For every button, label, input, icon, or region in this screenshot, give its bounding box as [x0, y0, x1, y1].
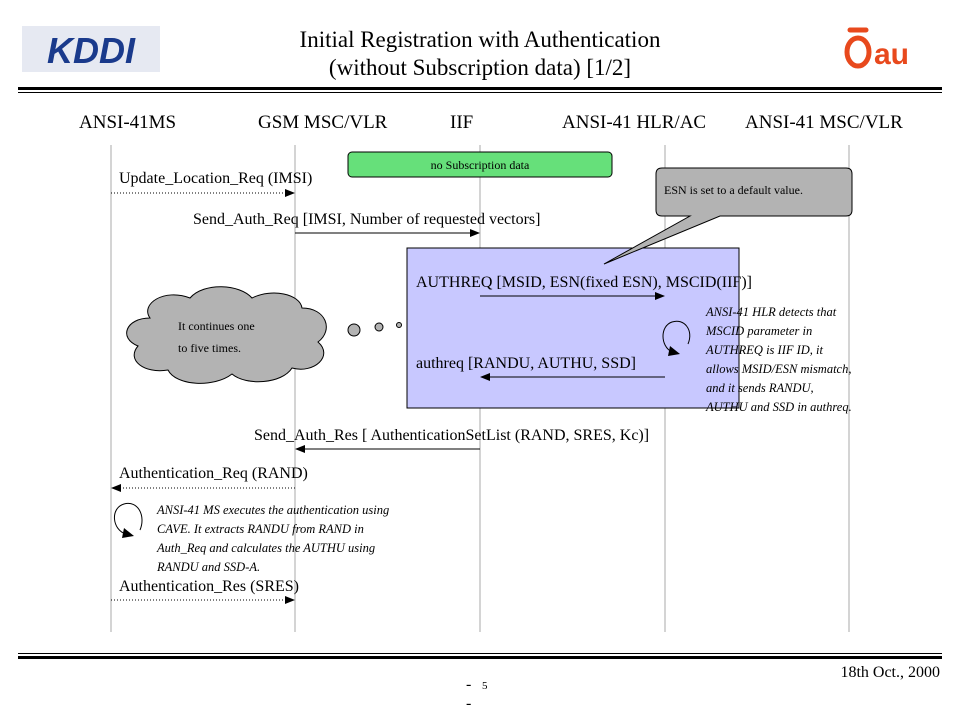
ms-self-loop	[114, 502, 143, 535]
label-authreq-response: authreq [RANDU, AUTHU, SSD]	[416, 355, 636, 372]
ms-note: ANSI-41 MS executes the authentication u…	[156, 503, 389, 574]
hlr-note-line-1: ANSI-41 HLR detects that	[705, 305, 837, 319]
footer-dash-bottom: -	[466, 695, 472, 712]
hlr-note: ANSI-41 HLR detects that MSCID parameter…	[705, 305, 852, 414]
au-logo: au	[840, 22, 924, 74]
cloud-dot-small	[396, 322, 402, 328]
hlr-note-line-3: AUTHREQ is IIF ID, it	[705, 343, 824, 357]
header-rule-thin	[18, 92, 942, 93]
esn-callout-text: ESN is set to a default value.	[664, 183, 803, 197]
entity-ansi41-msc-vlr: ANSI-41 MSC/VLR	[745, 112, 903, 133]
cloud-shape	[126, 286, 327, 384]
footer-date: 18th Oct., 2000	[840, 664, 940, 681]
label-authentication-res: Authentication_Res (SRES)	[119, 578, 299, 595]
ms-self-loop-arrowhead	[122, 528, 134, 538]
repeat-cloud: It continues one to five times.	[126, 286, 327, 384]
kddi-logo-text: KDDI	[47, 30, 136, 71]
ms-note-line-4: RANDU and SSD-A.	[156, 560, 260, 574]
cloud-text-line-1: It continues one	[178, 319, 255, 333]
header-rule-thick	[18, 87, 942, 90]
cloud-text-line-2: to five times.	[178, 341, 241, 355]
footer-dash-top: -	[466, 676, 472, 693]
ms-note-line-1: ANSI-41 MS executes the authentication u…	[156, 503, 389, 517]
ms-note-line-3: Auth_Req and calculates the AUTHU using	[156, 541, 375, 555]
label-authreq: AUTHREQ [MSID, ESN(fixed ESN), MSCID(IIF…	[416, 274, 752, 291]
entity-iif: IIF	[450, 112, 474, 133]
cloud-dot-medium	[374, 322, 384, 332]
hlr-note-line-6: AUTHU and SSD in authreq.	[705, 400, 852, 414]
entity-ansi41-ms: ANSI-41MS	[79, 112, 177, 133]
label-send-auth-res: Send_Auth_Res [ AuthenticationSetList (R…	[254, 427, 649, 444]
entity-gsm-msc-vlr: GSM MSC/VLR	[258, 112, 388, 133]
loop-box	[406, 247, 740, 409]
label-authentication-req: Authentication_Req (RAND)	[119, 465, 308, 482]
cloud-dot-large	[347, 323, 361, 337]
hlr-self-loop	[662, 320, 691, 353]
footer-rule-thin	[18, 653, 942, 654]
hlr-note-line-2: MSCID parameter in	[705, 324, 812, 338]
label-update-location-req: Update_Location_Req (IMSI)	[119, 170, 312, 187]
kddi-logo: KDDI	[22, 26, 160, 72]
title-line-2: (without Subscription data) [1/2]	[328, 55, 632, 80]
title-line-1: Initial Registration with Authentication	[299, 27, 661, 52]
hlr-note-line-4: allows MSID/ESN mismatch,	[706, 362, 851, 376]
esn-callout	[603, 167, 853, 265]
au-logo-text: au	[874, 38, 909, 71]
no-subscription-box	[347, 151, 613, 178]
hlr-note-line-5: and it sends RANDU,	[706, 381, 814, 395]
page-title: Initial Registration with Authentication…	[200, 26, 760, 82]
footer-rule-thick	[18, 656, 942, 659]
entity-ansi41-hlr-ac: ANSI-41 HLR/AC	[562, 112, 707, 133]
hlr-self-loop-arrowhead	[668, 346, 680, 356]
no-subscription-text: no Subscription data	[431, 158, 530, 172]
label-send-auth-req: Send_Auth_Req [IMSI, Number of requested…	[193, 211, 540, 228]
ms-note-line-2: CAVE. It extracts RANDU from RAND in	[157, 522, 364, 536]
page-number: 5	[482, 680, 488, 692]
